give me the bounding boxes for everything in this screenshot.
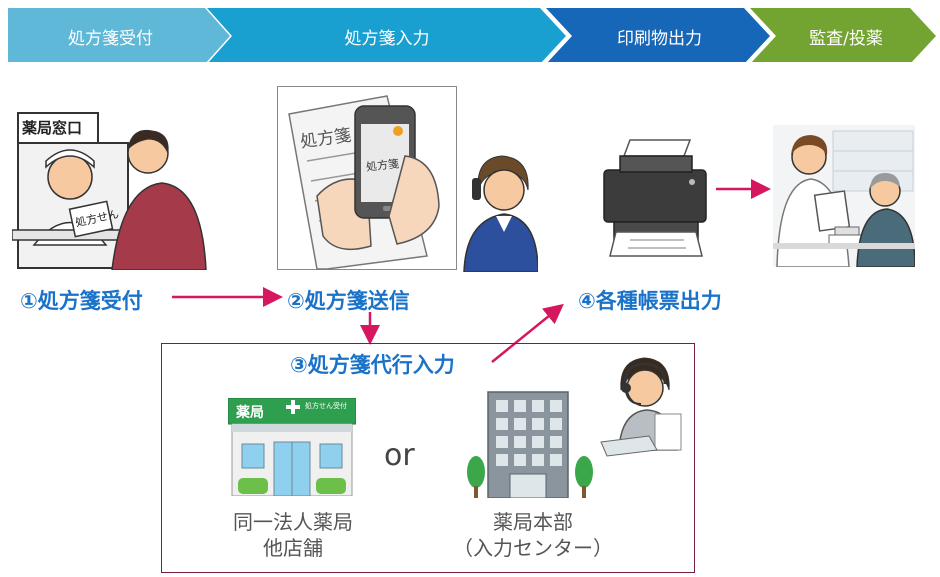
headquarters-building-illustration — [467, 391, 593, 498]
woman-on-phone-illustration — [463, 155, 538, 272]
header-step-2-label: 処方箋入力 — [344, 28, 430, 49]
left-caption: 同一法人薬局 他店舗 — [208, 509, 378, 561]
dispensing-illustration — [773, 125, 915, 267]
reception-illustration — [12, 112, 207, 270]
flow-step-2-label: ②処方箋送信 — [287, 289, 410, 313]
operator-illustration — [600, 357, 682, 457]
pharmacy-sub-sign-text: 処方せん受付 — [305, 402, 347, 410]
flow-step-3-label: ③処方箋代行入力 — [290, 353, 455, 377]
process-header — [8, 8, 936, 62]
proxy-input-box — [161, 343, 695, 573]
right-caption-line2: （入力センター） — [453, 536, 613, 560]
header-step-2-shape — [207, 8, 566, 62]
pharmacy-store-illustration — [228, 398, 356, 496]
left-caption-line2: 他店舗 — [263, 536, 323, 560]
header-step-1-shape — [8, 8, 230, 62]
flow-step-4-label: ④各種帳票出力 — [578, 289, 722, 313]
header-step-4-shape — [750, 8, 936, 62]
header-step-4-label: 監査/投薬 — [809, 28, 883, 49]
or-text: or — [384, 438, 415, 473]
flow-step-1-label: ①処方箋受付 — [20, 289, 143, 313]
header-step-3-shape — [546, 8, 770, 62]
left-caption-line1: 同一法人薬局 — [233, 510, 353, 534]
pharmacy-sign-text: 薬局 — [236, 405, 264, 421]
printer-illustration — [603, 139, 707, 257]
header-step-1-label: 処方箋受付 — [68, 28, 153, 49]
right-caption-line1: 薬局本部 — [493, 510, 573, 534]
right-caption: 薬局本部 （入力センター） — [438, 509, 628, 561]
header-step-3-label: 印刷物出力 — [617, 28, 702, 49]
window-sign-text: 薬局窓口 — [22, 119, 83, 137]
sending-illustration — [277, 86, 457, 270]
arrow-step3-to-step4 — [491, 303, 564, 363]
